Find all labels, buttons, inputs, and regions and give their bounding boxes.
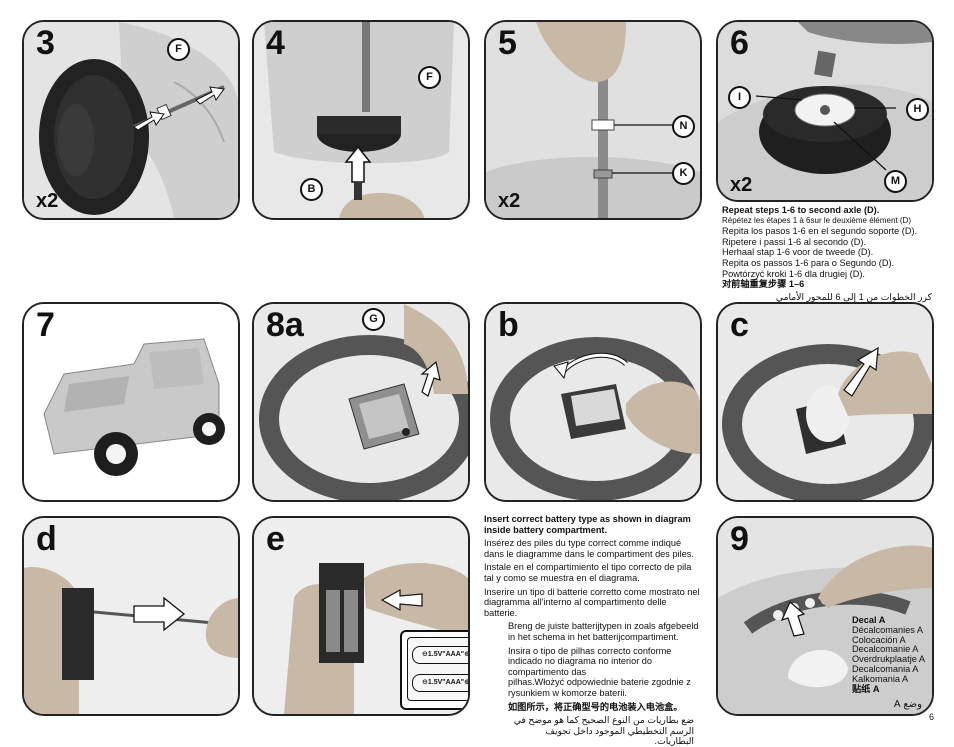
repeat-text-pl: Powtórzyć kroki 1-6 dla drugiej (D). [722, 268, 865, 279]
callout-i: I [728, 86, 751, 109]
step-number: 9 [730, 520, 749, 558]
step-number: c [730, 306, 749, 344]
callout-b: B [300, 178, 323, 201]
page-number: 6 [928, 712, 934, 722]
step-number: 3 [36, 24, 55, 62]
battery-box-removal-illustration [718, 304, 932, 500]
step-number: e [266, 520, 285, 558]
callout-n: N [672, 115, 695, 138]
panel-step-5: 5 N K x2 [484, 20, 702, 220]
repeat-multiplier: x2 [498, 190, 521, 212]
battery-polarity-positive-icon: ⊕ [464, 679, 470, 686]
step-number: d [36, 520, 57, 558]
battery-door-unscrew-illustration [24, 518, 238, 714]
battery-text-es: Instale en el compartimiento el tipo cor… [484, 562, 692, 583]
decal-text-it: Decalcomanie A [852, 644, 919, 655]
assembled-car-illustration [24, 304, 238, 500]
step-number: 7 [36, 306, 55, 344]
step-number: 8a [266, 306, 304, 344]
battery-text-pt: Insira o tipo de pilhas correcto conform… [508, 645, 672, 677]
decal-text-zh: 贴纸 A [852, 683, 880, 694]
battery-label-2: 1.5V"AAA" [427, 679, 465, 686]
step-number: 6 [730, 24, 749, 62]
repeat-text-zh: 对前轴重复步骤 1–6 [722, 279, 805, 290]
battery-instructions-text: Insert correct battery type as shown in … [484, 514, 700, 747]
battery-text-en: Insert correct battery type as shown in … [484, 514, 691, 535]
decal-text-es: Colocación A [852, 634, 906, 645]
battery-text-it: Inserire un tipo di batterie corretto co… [484, 586, 700, 618]
callout-k: K [672, 162, 695, 185]
axle-nut-illustration [486, 22, 700, 218]
battery-text-ar: ضع بطاريات من النوع الصحيح كما هو موضح ف… [513, 715, 694, 747]
panel-step-c: c [716, 302, 934, 502]
decal-text-pt: Decalcomania A [852, 663, 919, 674]
panel-step-e: e ⊖1.5V"AAA"⊕ ⊖1.5V"AAA"⊕ [252, 516, 470, 716]
decal-text-pl: Kalkomania A [852, 673, 909, 684]
panel-step-3: 3 F x2 [22, 20, 240, 220]
battery-slot-1: ⊖1.5V"AAA"⊕ [412, 646, 470, 664]
step-number: 4 [266, 24, 285, 62]
decal-text: Decal A Décalcomanies A Colocación A Dec… [852, 615, 926, 711]
repeat-text-it: Ripetere i passi 1-6 al secondo (D). [722, 236, 867, 247]
step-number: b [498, 306, 519, 344]
panel-step-7: 7 [22, 302, 240, 502]
repeat-text-es: Repita los pasos 1-6 en el segundo sopor… [722, 226, 918, 237]
battery-slot-2: ⊖1.5V"AAA"⊕ [412, 674, 470, 692]
repeat-steps-text: Repeat steps 1-6 to second axle (D). Rép… [722, 205, 932, 302]
step-number: 5 [498, 24, 517, 62]
repeat-text-ar: كرر الخطوات من 1 إلى 6 للمحور الأمامي [775, 291, 932, 302]
repeat-text-fr: Répétez les étapes 1 à 6sur le deuxième … [722, 215, 911, 225]
panel-step-4: 4 F B [252, 20, 470, 220]
callout-h: H [906, 98, 929, 121]
repeat-text-en: Repeat steps 1-6 to second axle (D). [722, 205, 880, 215]
battery-diagram-inner: ⊖1.5V"AAA"⊕ ⊖1.5V"AAA"⊕ [407, 637, 470, 701]
battery-diagram: ⊖1.5V"AAA"⊕ ⊖1.5V"AAA"⊕ [400, 630, 470, 710]
repeat-text-nl: Herhaal stap 1-6 voor de tweede (D). [722, 247, 874, 258]
callout-f: F [167, 38, 190, 61]
battery-polarity-negative-icon: ⊖ [422, 679, 428, 686]
battery-text-zh: 如图所示，将正确型号的电池装入电池盒。 [508, 701, 683, 712]
panel-step-d: d [22, 516, 240, 716]
decal-text-en: Decal A [852, 615, 886, 625]
repeat-multiplier: x2 [36, 190, 59, 212]
callout-g: G [362, 308, 385, 331]
decal-text-ar: وضع A [893, 699, 922, 711]
panel-step-6: 6 I H M x2 [716, 20, 934, 202]
axle-insert-illustration [254, 22, 468, 218]
battery-text-fr: Insérez des piles du type correct comme … [484, 538, 694, 559]
panel-step-b: b [484, 302, 702, 502]
repeat-multiplier: x2 [730, 174, 753, 196]
battery-polarity-negative-icon: ⊖ [422, 651, 428, 658]
panel-step-9: 9 Decal A Décalcomanies A Colocación A D… [716, 516, 934, 716]
wheel-axle-illustration [24, 22, 238, 218]
callout-f: F [418, 66, 441, 89]
battery-label-1: 1.5V"AAA" [427, 651, 465, 658]
repeat-text-pt: Repita os passos 1-6 para o Segundo (D). [722, 257, 895, 268]
decal-application-illustration [718, 518, 932, 714]
panel-step-8a: 8a G [252, 302, 470, 502]
decal-text-nl: Overdrukplaatje A [852, 654, 926, 665]
battery-text-nl: Breng de juiste batterijtypen in zoals a… [508, 621, 699, 642]
steering-wheel-screw-illustration [254, 304, 468, 500]
battery-text-pl: pilhas.Włożyć odpowiednie baterie zgodni… [508, 677, 691, 698]
decal-text-fr: Décalcomanies A [852, 624, 923, 635]
battery-cover-removal-illustration [486, 304, 700, 500]
battery-polarity-positive-icon: ⊕ [464, 651, 470, 658]
callout-m: M [884, 170, 907, 193]
